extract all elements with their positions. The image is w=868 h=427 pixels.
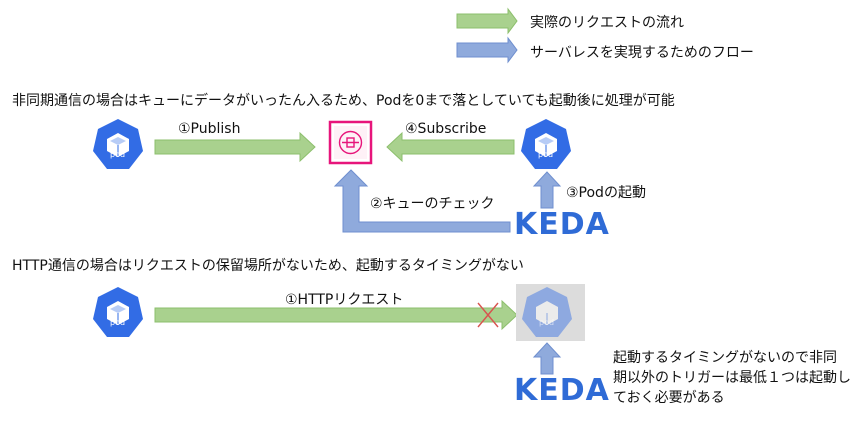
note-line: 期以外のトリガーは最低１つは起動し [613,370,851,386]
pod-label: pod [110,150,126,159]
pod-start-arrow [532,171,562,209]
keda-logo: KEDA [514,207,610,242]
queue-check-label: ②キューのチェック [370,196,495,212]
http-request-arrow [154,299,518,331]
legend-blue-arrow [456,36,518,64]
note-line: ておく必要がある [613,390,725,406]
pod-icon [93,287,143,337]
legend-green-arrow [456,7,518,35]
blocked-cross-icon [477,302,499,328]
pod-label: pod [110,318,126,327]
publish-arrow [154,131,316,163]
queue-check-arrow [333,169,511,233]
publish-label: ①Publish [178,121,241,137]
legend-green-label: 実際のリクエストの流れ [530,15,684,31]
pod-icon [93,119,143,169]
keda-to-pod-arrow [532,342,562,375]
subscribe-arrow [386,131,515,163]
legend-blue-label: サーバレスを実現するためのフロー [530,45,754,61]
pod-label: pod [538,150,554,159]
inactive-pod-icon [516,284,585,341]
note: 起動するタイミングがないので非同 期以外のトリガーは最低１つは起動し ておく必要… [613,348,851,408]
pod-label: pod [539,318,555,327]
section1-heading: 非同期通信の場合はキューにデータがいったん入るため、Podを0まで落としていても… [12,93,675,109]
note-line: 起動するタイミングがないので非同 [613,350,837,366]
queue-icon [328,120,373,165]
section2-heading: HTTP通信の場合はリクエストの保留場所がないため、起動するタイミングがない [12,258,524,274]
pod-icon [521,119,571,169]
http-request-label: ①HTTPリクエスト [285,292,404,308]
keda-logo: KEDA [514,373,610,408]
pod-start-label: ③Podの起動 [566,185,646,201]
subscribe-label: ④Subscribe [405,121,487,137]
